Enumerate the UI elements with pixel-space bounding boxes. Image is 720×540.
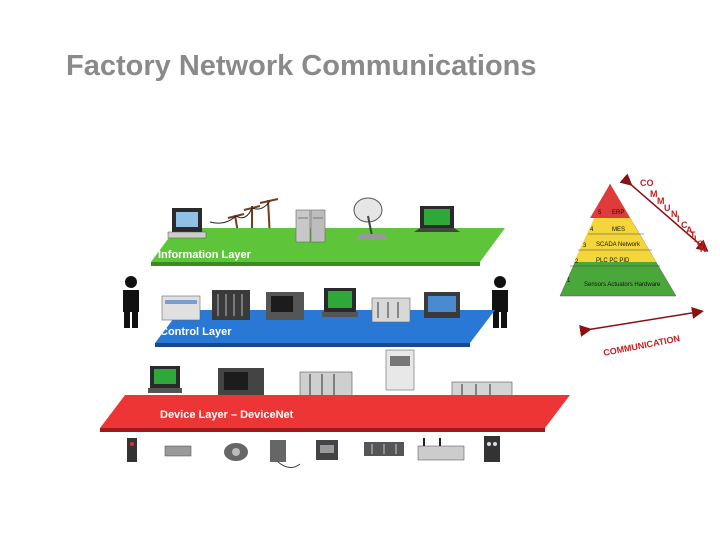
communication-side-arrow [619,173,709,252]
information-layer-band: Information Layer [151,228,505,266]
power-line-icon [209,198,279,246]
control-station-icon [484,436,500,462]
pyramid-level-3-label: SCADA Network [596,242,641,248]
terminal-strip-icon [364,442,404,456]
pyramid-level-5-label: ERP [612,210,624,216]
pyramid-level-3-num: 3 [583,243,587,249]
information-layer-label: Information Layer [158,249,252,261]
svg-text:N: N [700,244,707,254]
controller-icon [371,297,411,323]
device-layer-band: Device Layer – DeviceNet [100,395,570,432]
svg-text:I: I [677,214,680,224]
operator-icon [123,276,139,328]
plc-rack-icon [161,295,201,321]
communication-base-arrow [579,307,704,337]
pyramid-level-4-num: 4 [590,227,594,233]
laptop-icon [414,206,460,232]
pyramid-level-5-num: 5 [598,210,602,216]
communication-base-text: COMMUNICATION [602,333,680,358]
control-layer-label: Control Layer [160,326,232,338]
sensor-icon [127,438,137,462]
workstation-icon [167,208,207,239]
push-button-station-icon [417,438,465,461]
io-module-icon [212,290,250,320]
pyramid-level-1-label: Sensors Actuators Hardware [584,282,661,288]
monitor-icon [322,288,358,317]
svg-text:O: O [697,239,704,249]
valve-icon [316,440,338,460]
device-monitor-icon [148,366,182,393]
device-layer-label: Device Layer – DeviceNet [160,409,294,421]
engineer-icon [492,276,508,328]
svg-text:T: T [690,230,696,240]
svg-text:CO: CO [640,178,654,188]
starter-icon [270,440,301,468]
satellite-dish-icon [353,197,388,240]
svg-text:U: U [664,203,671,213]
svg-text:N: N [671,209,678,219]
communication-side-text: CO M M U N I C A T I O N [640,178,707,254]
svg-text:I: I [694,234,697,244]
hmi-terminal-icon [424,292,460,318]
bearing-icon [224,443,248,461]
terminal-block-icon [164,445,192,457]
slide-title: Factory Network Communications [66,50,537,82]
device-panel-icon [218,368,264,398]
pyramid-level-1-num: 1 [567,278,571,284]
svg-text:M: M [650,189,658,199]
pyramid-level-4-label: MES [612,227,625,233]
pyramid-level-2-num: 2 [575,259,579,265]
svg-text:C: C [681,220,688,230]
pyramid-level-2-label: PLC PC PID [596,258,630,264]
svg-text:M: M [657,196,665,206]
server-rack-icon [295,209,326,243]
svg-text:A: A [686,225,693,235]
motor-drive-icon [385,349,415,391]
operator-panel-icon [266,292,304,320]
